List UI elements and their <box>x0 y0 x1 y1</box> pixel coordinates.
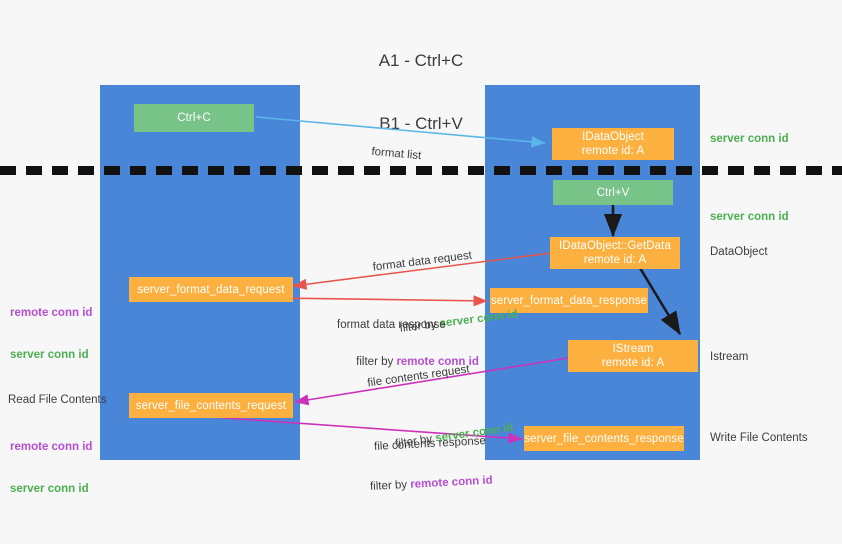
box-server-file-contents-response-label: server_file_contents_response <box>524 432 684 445</box>
arrow-label-format-list: format list <box>368 112 425 196</box>
box-server-file-contents-request-label: server_file_contents_request <box>135 399 287 412</box>
box-idataobject[interactable]: IDataObject remote id: A <box>552 128 674 160</box>
arrow-label-format-data-response: format data response <box>337 285 446 365</box>
left-note-remote-conn-id: remote conn id <box>10 307 93 319</box>
box-idataobject-getdata-label: IDataObject::GetData <box>559 240 671 252</box>
box-server-format-data-response[interactable]: server_format_data_response <box>490 288 648 313</box>
left-note-conn-pair-bottom: remote conn id server conn id <box>10 412 92 524</box>
box-server-file-contents-request[interactable]: server_file_contents_request <box>129 393 293 418</box>
filter-highlight-remote-conn-id: remote conn id <box>409 474 493 491</box>
arrow-label-file-contents-request-line1: file contents request <box>366 363 471 390</box>
box-ctrl-v-label: Ctrl+V <box>596 186 630 199</box>
box-idataobject-remote-id: remote id: A <box>581 145 645 157</box>
arrow-label-format-list-text: format list <box>370 145 422 163</box>
box-idataobject-getdata-remote-id: remote id: A <box>583 254 647 266</box>
box-server-format-data-request-label: server_format_data_request <box>137 283 285 296</box>
title-line-1: A1 - Ctrl+C <box>378 51 464 70</box>
box-idataobject-label: IDataObject <box>582 131 644 143</box>
divider-dashed-line <box>0 166 842 175</box>
arrow-label-file-contents-response-filter: filter by remote conn id <box>348 425 496 544</box>
box-ctrl-c-label: Ctrl+C <box>177 112 211 124</box>
arrow-label-format-data-request-line1: format data request <box>372 249 473 274</box>
left-note-remote-conn-id-2: remote conn id <box>10 441 93 453</box>
diagram-canvas: A1 - Ctrl+C B1 - Ctrl+V A1 remote B1 con… <box>0 51 842 495</box>
arrow-label-format-data-response-line1: format data response <box>337 319 446 331</box>
box-server-format-data-response-label: server_format_data_response <box>490 294 648 307</box>
filter-prefix: filter by <box>369 478 411 493</box>
right-label-write-file-contents: Write File Contents <box>710 432 808 444</box>
left-note-conn-pair-top: remote conn id server conn id <box>10 278 92 390</box>
box-idataobject-getdata[interactable]: IDataObject::GetData remote id: A <box>550 237 680 269</box>
box-ctrl-v[interactable]: Ctrl+V <box>553 180 673 205</box>
box-istream[interactable]: IStream remote id: A <box>568 340 698 372</box>
right-label-istream: Istream <box>710 351 749 363</box>
left-note-read-file-contents: Read File Contents <box>8 394 107 406</box>
left-note-server-conn-id-2: server conn id <box>10 483 89 495</box>
left-note-server-conn-id: server conn id <box>10 349 89 361</box>
right-note-server-conn-id-top: server conn id <box>710 133 789 145</box>
arrow-label-format-data-response-filter: filter by remote conn id <box>337 306 479 418</box>
filter-highlight-remote-conn-id: remote conn id <box>396 356 479 368</box>
box-server-file-contents-response[interactable]: server_file_contents_response <box>524 426 684 451</box>
right-label-dataobject: DataObject <box>710 246 768 258</box>
box-ctrl-c[interactable]: Ctrl+C <box>134 104 254 132</box>
right-note-server-conn-id-mid: server conn id <box>710 211 789 223</box>
box-istream-remote-id: remote id: A <box>601 357 665 369</box>
filter-prefix: filter by <box>356 356 397 368</box>
box-server-format-data-request[interactable]: server_format_data_request <box>129 277 293 302</box>
box-istream-label: IStream <box>612 343 654 355</box>
